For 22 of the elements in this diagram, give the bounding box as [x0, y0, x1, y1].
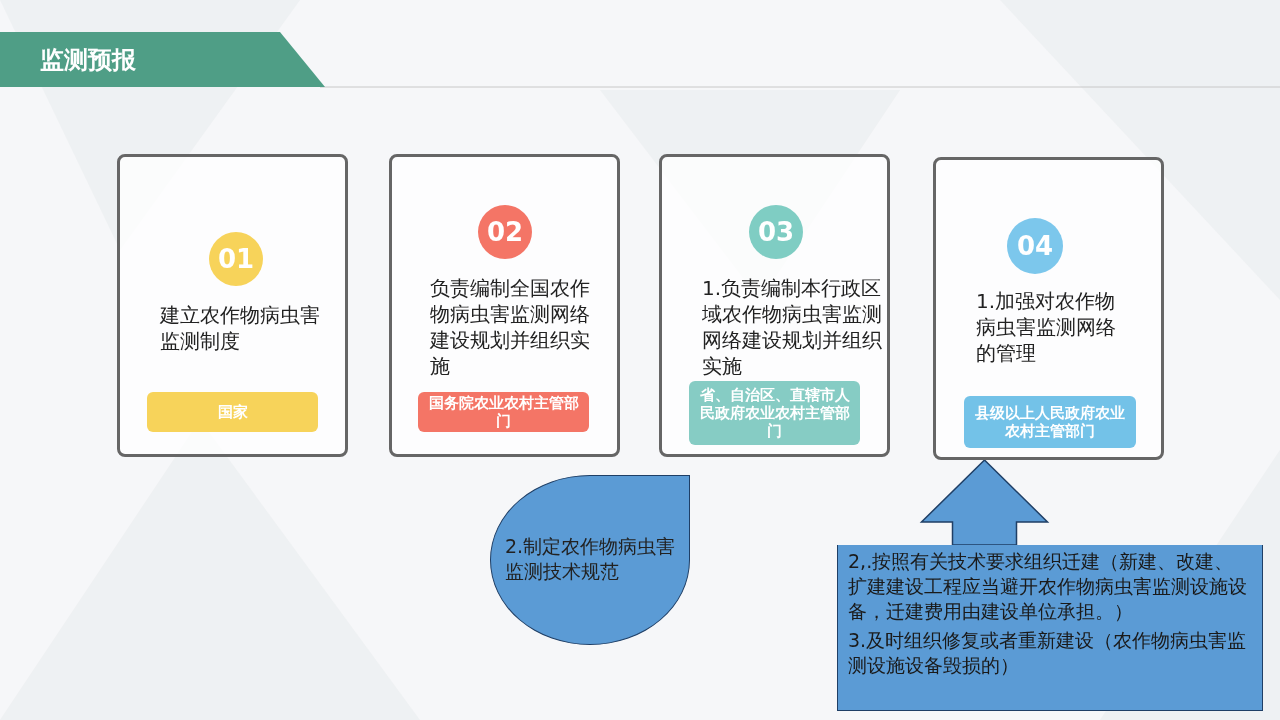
- callout-box: [837, 545, 1263, 711]
- step-card: [659, 154, 890, 457]
- step-description: 负责编制全国农作物病虫害监测网络建设规划并组织实施: [430, 275, 591, 379]
- step-description: 1.加强对农作物病虫害监测网络的管理: [976, 288, 1117, 366]
- step-description: 建立农作物病虫害监测制度: [160, 302, 320, 354]
- callout-text: 2,.按照有关技术要求组织迁建（新建、改建、扩建建设工程应当避开农作物病虫害监测设施设备，迁建费用由建设单位承担。）: [848, 549, 1248, 624]
- department-tag: 国务院农业农村主管部门: [418, 392, 589, 432]
- step-card: [933, 157, 1164, 460]
- step-number-circle: 02: [478, 205, 532, 259]
- step-card: [389, 154, 620, 457]
- step-number-circle: 03: [749, 205, 803, 259]
- step-number-circle: 01: [209, 232, 263, 286]
- page-title: 监测预报: [40, 45, 136, 76]
- block-arrow: [919, 458, 1050, 546]
- step-description: 1.负责编制本行政区域农作物病虫害监测网络建设规划并组织实施: [702, 275, 882, 379]
- step-card: [117, 154, 348, 457]
- shape-text: 2.制定农作物病虫害监测技术规范: [505, 534, 677, 584]
- step-number-circle: 04: [1007, 218, 1063, 274]
- callout-text: 3.及时组织修复或者重新建设（农作物病虫害监测设施设备毁损的）: [848, 628, 1248, 678]
- department-tag: 省、自治区、直辖市人民政府农业农村主管部门: [689, 381, 860, 445]
- department-tag: 县级以上人民政府农业农村主管部门: [964, 396, 1136, 448]
- department-tag: 国家: [147, 392, 318, 432]
